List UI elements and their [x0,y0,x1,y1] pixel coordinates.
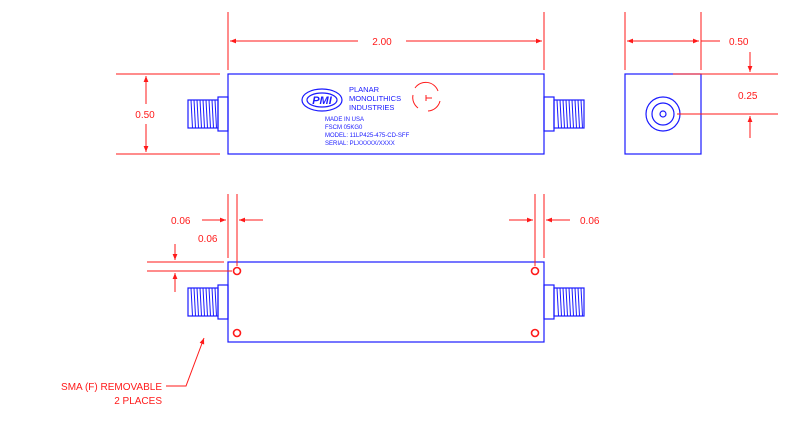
connector-threads [556,287,583,317]
height-dimension: 0.50 [116,73,220,155]
connector-threads [556,99,583,129]
thread-line [565,99,568,129]
info-line-2: FSCM 05KG0 [325,125,363,131]
center-offset-dimension: 0.25 [673,52,778,138]
length-dimension: 2.00 [227,12,545,70]
thread-line [211,287,214,317]
thread-line [214,287,217,317]
connector-note: SMA (F) REMOVABLE 2 PLACES [61,337,205,407]
center-offset-value: 0.25 [738,91,758,102]
pmi-logo: PMI [301,88,343,112]
hole-right-x-dimension: 0.06 [509,194,600,266]
thread-line [214,99,217,129]
info-line-4: SERIAL: PLXXXXX/XXXX [325,141,395,147]
left-connector-top [187,96,229,132]
hole-left-x-value: 0.06 [171,216,191,227]
bottom-view: 0.06 0.06 0.06 [147,194,600,343]
thread-line [199,99,202,129]
thread-line [574,287,577,317]
thread-line [577,99,580,129]
connector-threads [190,99,217,129]
connector-pin [659,110,667,118]
note-line-2: 2 PLACES [114,396,162,407]
right-connector-bottom [543,284,585,320]
thread-line [559,287,562,317]
thread-line [568,99,571,129]
thread-line [205,287,208,317]
note-line-1: SMA (F) REMOVABLE [61,382,162,393]
thread-line [556,99,559,129]
info-line-3: MODEL: 11LP425-475-CD-SFF [325,133,410,139]
thread-line [208,287,211,317]
company-line-2: MONOLITHICS [349,94,401,103]
length-value: 2.00 [372,37,392,48]
thread-line [577,287,580,317]
thread-line [202,99,205,129]
hole-left-y-dimension: 0.06 [147,234,232,292]
mounting-hole [530,266,540,276]
thread-line [211,99,214,129]
thread-line [193,287,196,317]
info-line-1: MADE IN USA [325,117,364,123]
target-mark-icon [412,81,441,112]
thread-line [193,99,196,129]
thread-line [562,99,565,129]
end-view: 0.50 0.25 [624,12,778,155]
thread-line [571,287,574,317]
thread-line [568,287,571,317]
right-connector-top [543,96,585,132]
thread-line [580,99,583,129]
thread-line [190,99,193,129]
top-view: PMI PLANAR MONOLITHICS INDUSTRIES MADE I… [116,12,585,155]
thread-line [205,99,208,129]
thread-line [556,287,559,317]
thread-line [565,287,568,317]
connector-threads [190,287,217,317]
connector-inner-ring [651,102,675,126]
logo-text: PMI [312,95,333,107]
company-line-1: PLANAR [349,85,380,94]
end-width-dimension: 0.50 [624,12,749,70]
thread-line [208,99,211,129]
height-value: 0.50 [135,110,155,121]
thread-line [571,99,574,129]
hole-left-x-dimension: 0.06 [171,194,263,266]
thread-line [574,99,577,129]
thread-line [196,287,199,317]
thread-line [580,287,583,317]
filter-body-bottom [227,261,545,343]
mounting-hole [232,328,242,338]
thread-line [559,99,562,129]
mounting-hole [232,266,242,276]
hole-right-x-value: 0.06 [580,216,600,227]
left-connector-bottom [187,284,229,320]
company-line-3: INDUSTRIES [349,103,394,112]
thread-line [196,99,199,129]
end-width-value: 0.50 [729,37,749,48]
thread-line [190,287,193,317]
connector-outer-ring [645,96,681,132]
mounting-hole [530,328,540,338]
thread-line [202,287,205,317]
thread-line [199,287,202,317]
hole-left-y-value: 0.06 [198,234,218,245]
thread-line [562,287,565,317]
mounting-holes [232,266,540,338]
